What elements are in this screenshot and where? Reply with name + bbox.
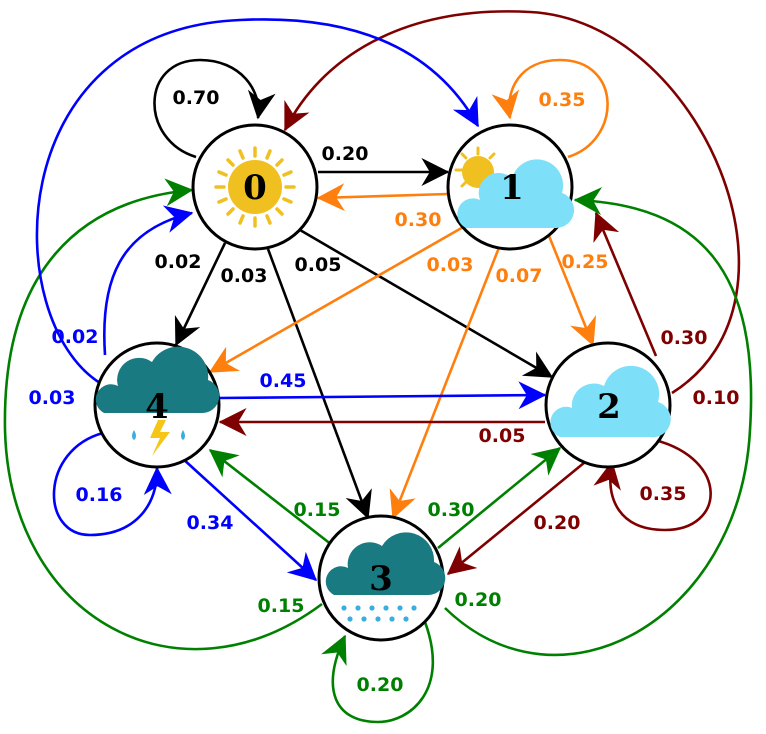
- node-3-label: 3: [369, 559, 393, 599]
- node-4: 4: [93, 341, 221, 469]
- label-0-4: 0.02: [155, 251, 202, 273]
- label-3-2: 0.30: [428, 499, 475, 521]
- edge-4-1: [35, 18, 480, 385]
- edge-4-3: [181, 457, 318, 581]
- label-2-0: 0.10: [693, 387, 740, 409]
- label-4-3: 0.34: [187, 512, 234, 534]
- label-0-3: 0.03: [221, 265, 268, 287]
- label-3-0: 0.15: [258, 595, 305, 617]
- label-1-2: 0.25: [562, 251, 609, 273]
- node-2-label: 2: [597, 387, 621, 427]
- node-2: 2: [544, 341, 672, 469]
- label-2-2: 0.35: [640, 483, 687, 505]
- label-4-4: 0.16: [76, 484, 123, 506]
- node-0: 0: [191, 123, 319, 251]
- rain-cloud-icon: [325, 532, 446, 622]
- label-3-4: 0.15: [294, 499, 341, 521]
- partly-cloudy-icon: [454, 146, 575, 229]
- edge-1-3: [389, 244, 502, 520]
- edge-1-2: [543, 225, 597, 347]
- label-1-0: 0.30: [395, 209, 442, 231]
- edge-0-4: [174, 242, 227, 347]
- edge-4-4: [52, 431, 172, 537]
- label-1-4: 0.03: [427, 254, 474, 276]
- edge-1-4: [208, 224, 466, 374]
- edge-2-2: [593, 438, 712, 532]
- edge-1-1: [491, 58, 609, 159]
- label-0-0: 0.70: [173, 87, 220, 109]
- label-3-3: 0.20: [357, 674, 404, 696]
- edge-3-1: [444, 187, 753, 657]
- label-2-4: 0.05: [479, 425, 526, 447]
- edge-3-3: [321, 621, 435, 724]
- label-0-1: 0.20: [322, 143, 369, 165]
- edge-2-3: [446, 456, 591, 576]
- label-3-1: 0.20: [455, 589, 502, 611]
- label-2-3: 0.20: [534, 512, 581, 534]
- label-4-0: 0.02: [52, 326, 99, 348]
- label-2-1: 0.30: [661, 327, 708, 349]
- edge-0-3: [266, 248, 372, 520]
- node-1: 1: [446, 123, 575, 251]
- label-0-2: 0.05: [295, 254, 342, 276]
- sun-icon: [214, 146, 296, 228]
- label-1-3: 0.07: [496, 265, 543, 287]
- label-1-1: 0.35: [539, 89, 586, 111]
- node-0-label: 0: [243, 168, 267, 208]
- thunderstorm-icon: [95, 346, 220, 456]
- label-4-1: 0.03: [29, 387, 76, 409]
- edge-3-2: [437, 446, 562, 550]
- edge-3-0: [3, 178, 323, 651]
- node-1-label: 1: [500, 168, 524, 208]
- cloud-icon: [550, 365, 671, 438]
- edge-4-0: [103, 205, 194, 356]
- edge-1-0: [316, 183, 449, 212]
- edge-4-2: [217, 381, 547, 410]
- label-4-2: 0.45: [260, 370, 307, 392]
- node-4-label: 4: [145, 387, 169, 427]
- edge-0-2: [299, 228, 554, 379]
- node-3: 3: [317, 514, 446, 642]
- edge-2-0: [283, 10, 741, 395]
- edge-3-4: [208, 448, 333, 547]
- edge-2-1: [593, 211, 658, 357]
- edge-0-0: [153, 58, 276, 159]
